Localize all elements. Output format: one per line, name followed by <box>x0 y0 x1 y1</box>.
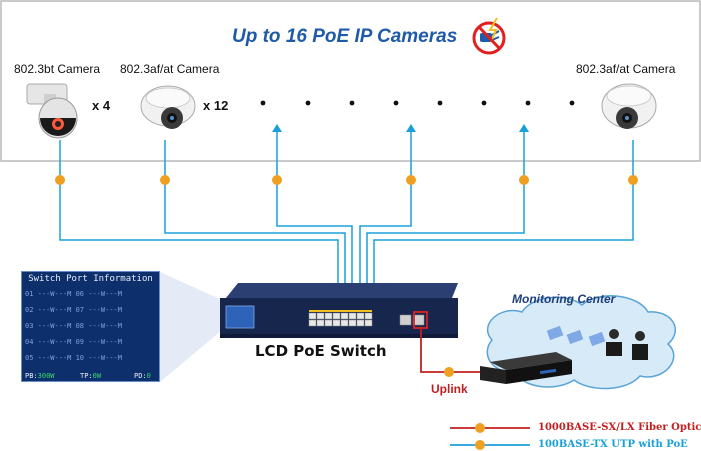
fiber-uplink-line <box>420 328 496 373</box>
lcd-row: 04 ---W---M 09 ---W---M <box>25 338 122 346</box>
camera-zone-frame <box>0 0 701 162</box>
camera-count-af-at: x 12 <box>203 98 229 113</box>
lcd-pd: PD:0 <box>134 372 151 380</box>
uplink-label: Uplink <box>431 382 468 396</box>
dome-camera-icon <box>140 85 196 129</box>
fiber-badge <box>444 367 454 377</box>
camera-label-af-at-right: 802.3af/at Camera <box>576 62 676 76</box>
lcd-row: 02 ---W---M 07 ---W---M <box>25 306 122 314</box>
diagram-title: Up to 16 PoE IP Cameras <box>232 26 458 47</box>
lcd-row: 05 ---W---M 10 ---W---M <box>25 354 122 362</box>
legend-utp <box>450 440 530 450</box>
poe-switch-icon <box>220 283 458 338</box>
legend-utp-text: 100BASE-TX UTP with PoE <box>538 439 688 450</box>
legend-fiber <box>450 423 530 433</box>
switch-label: LCD PoE Switch <box>255 342 387 360</box>
nvr-device-icon <box>480 352 572 384</box>
arrow-heads <box>272 124 529 132</box>
lcd-projection-beam <box>160 272 222 382</box>
lcd-tp: TP:0W <box>80 372 102 380</box>
no-power-icon <box>472 17 506 55</box>
lcd-row: 03 ---W---M 08 ---W---M <box>25 322 122 330</box>
dome-camera-right-icon <box>601 83 657 129</box>
ptz-camera-icon <box>26 83 78 139</box>
ellipsis-dots <box>260 100 575 106</box>
monitoring-center-label: Monitoring Center <box>512 292 616 306</box>
lcd-row: 01 ---W---M 06 ---W---M <box>25 290 122 298</box>
camera-label-bt: 802.3bt Camera <box>14 62 101 76</box>
camera-count-bt: x 4 <box>92 98 111 113</box>
camera-label-af-at: 802.3af/at Camera <box>120 62 220 76</box>
lcd-display-panel: Switch Port Information 01 ---W---M 06 -… <box>21 271 160 382</box>
lcd-pb: PB:300W <box>25 372 55 380</box>
lcd-title: Switch Port Information <box>28 274 153 284</box>
legend-fiber-text: 1000BASE-SX/LX Fiber Optic <box>538 422 701 433</box>
poe-badges <box>55 175 638 185</box>
